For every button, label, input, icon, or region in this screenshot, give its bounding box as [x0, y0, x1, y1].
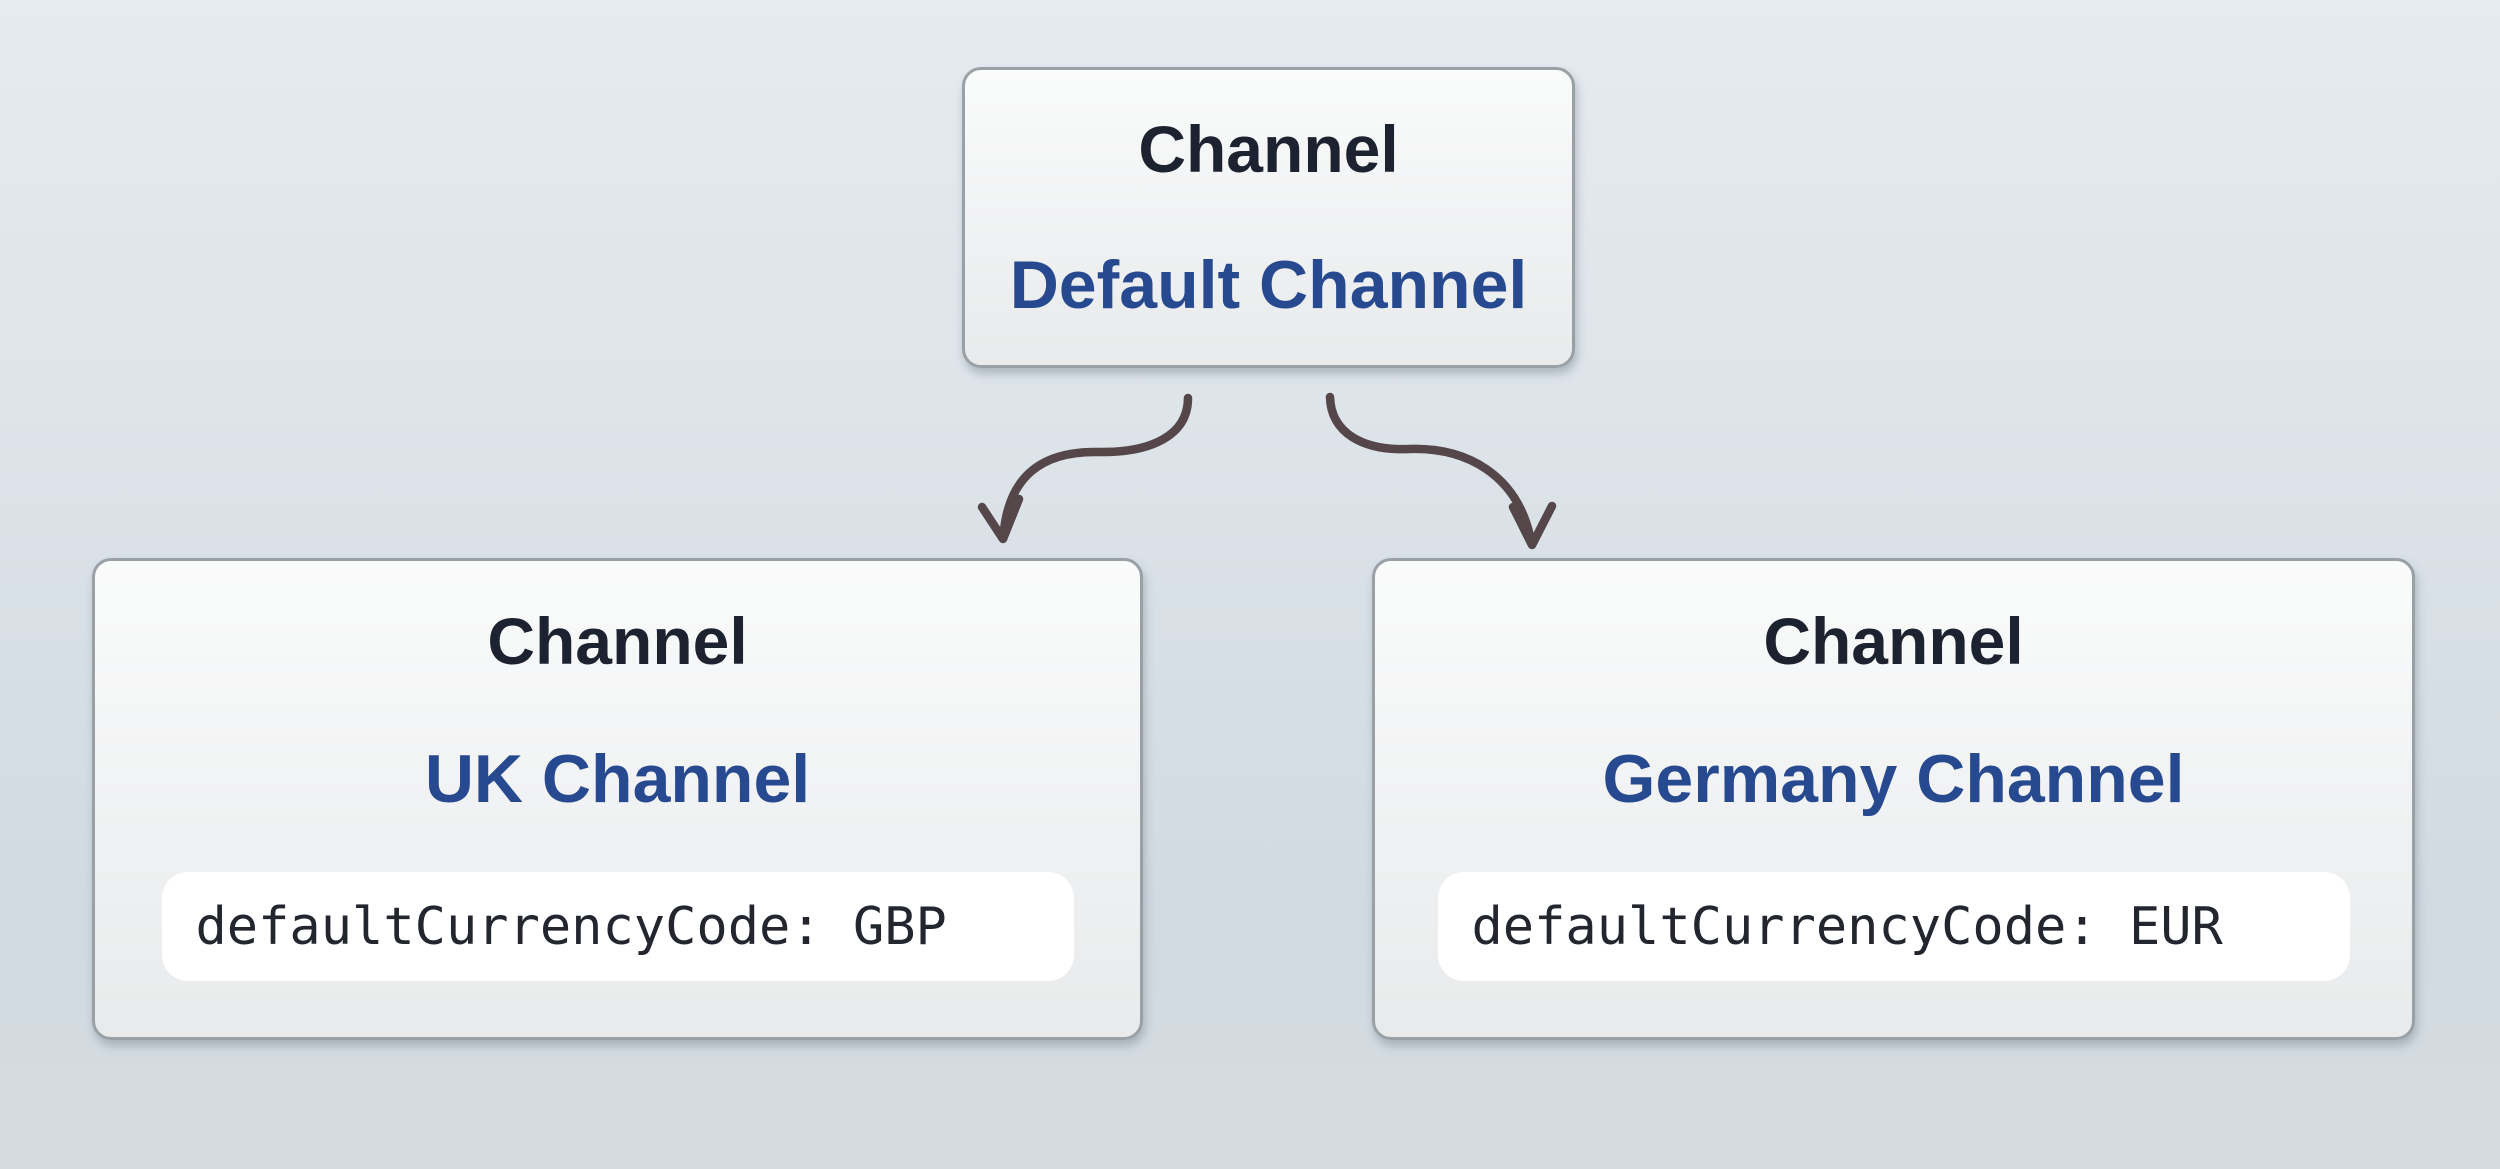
node-type-label: Channel: [1763, 604, 2024, 678]
node-type-label: Channel: [1138, 112, 1399, 186]
arrow-to-uk-channel-line: [999, 393, 1193, 535]
arrow-to-germany-channel-line: [1325, 392, 1535, 541]
node-type-label: Channel: [487, 604, 748, 678]
attribute-pill: defaultCurrencyCode: GBP: [161, 872, 1074, 981]
attribute-code: defaultCurrencyCode: GBP: [195, 896, 947, 957]
node-uk-channel: Channel UK Channel defaultCurrencyCode: …: [92, 558, 1143, 1040]
attribute-pill: defaultCurrencyCode: EUR: [1437, 872, 2350, 981]
node-name-label: UK Channel: [424, 741, 811, 817]
node-default-channel: Channel Default Channel: [962, 67, 1575, 368]
arrow-to-uk-channel-head: [977, 494, 1024, 544]
node-name-label: Default Channel: [1009, 247, 1528, 323]
node-germany-channel: Channel Germany Channel defaultCurrencyC…: [1372, 558, 2415, 1040]
arrow-to-germany-channel-head: [1508, 501, 1557, 550]
attribute-code: defaultCurrencyCode: EUR: [1471, 896, 2223, 957]
node-name-label: Germany Channel: [1602, 741, 2185, 817]
